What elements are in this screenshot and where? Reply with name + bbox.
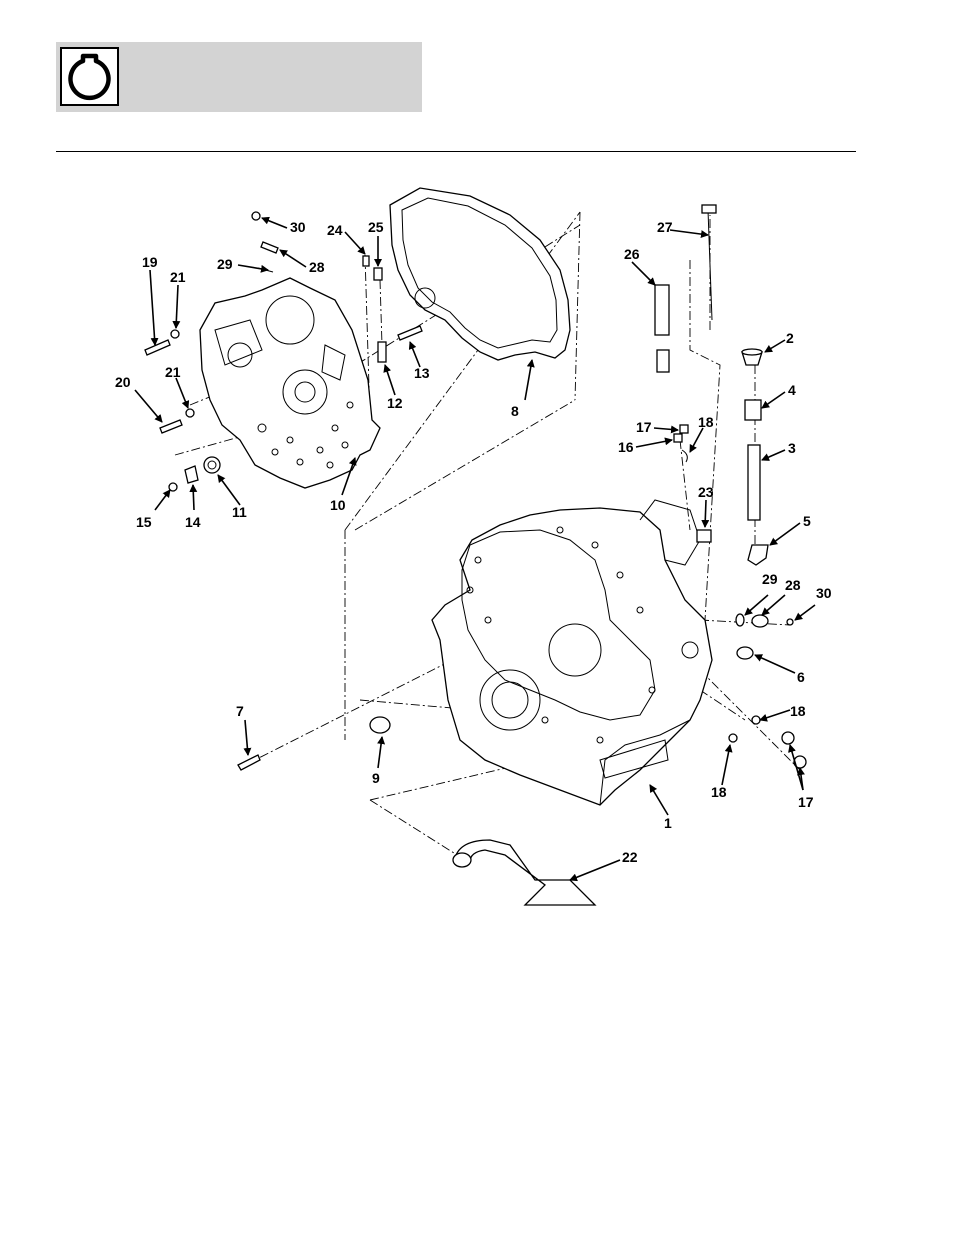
callout-20: 20	[115, 374, 131, 390]
callout-17-upper: 17	[636, 419, 652, 435]
callout-18-lower: 18	[711, 784, 727, 800]
gasket-part	[390, 188, 570, 360]
callout-1: 1	[664, 815, 672, 831]
callout-30-upper: 30	[290, 219, 306, 235]
callout-12: 12	[387, 395, 403, 411]
callout-17-lower: 17	[798, 794, 814, 810]
callout-13: 13	[414, 365, 430, 381]
callout-30-right: 30	[816, 585, 832, 601]
callout-7: 7	[236, 703, 244, 719]
callout-22: 22	[622, 849, 638, 865]
callout-3: 3	[788, 440, 796, 456]
callout-24: 24	[327, 222, 343, 238]
callout-15: 15	[136, 514, 152, 530]
callout-29-upper: 29	[217, 256, 233, 272]
callout-8: 8	[511, 403, 519, 419]
callout-19: 19	[142, 254, 158, 270]
callout-18-upper: 18	[698, 414, 714, 430]
callout-27: 27	[657, 219, 673, 235]
callout-14: 14	[185, 514, 201, 530]
callout-25: 25	[368, 219, 384, 235]
callout-21-lower: 21	[165, 364, 181, 380]
callout-10: 10	[330, 497, 346, 513]
callout-29-right: 29	[762, 571, 778, 587]
callout-16: 16	[618, 439, 634, 455]
callout-2: 2	[786, 330, 794, 346]
callout-28-upper: 28	[309, 259, 325, 275]
callout-23: 23	[698, 484, 714, 500]
callout-18-right: 18	[790, 703, 806, 719]
front-cover-part	[200, 278, 380, 488]
callout-21-upper: 21	[170, 269, 186, 285]
callout-4: 4	[788, 382, 796, 398]
callout-9: 9	[372, 770, 380, 786]
callout-28-right: 28	[785, 577, 801, 593]
callout-5: 5	[803, 513, 811, 529]
callout-6: 6	[797, 669, 805, 685]
flywheel-housing-part	[432, 500, 712, 805]
callout-11: 11	[232, 504, 247, 520]
callout-26: 26	[624, 246, 640, 262]
